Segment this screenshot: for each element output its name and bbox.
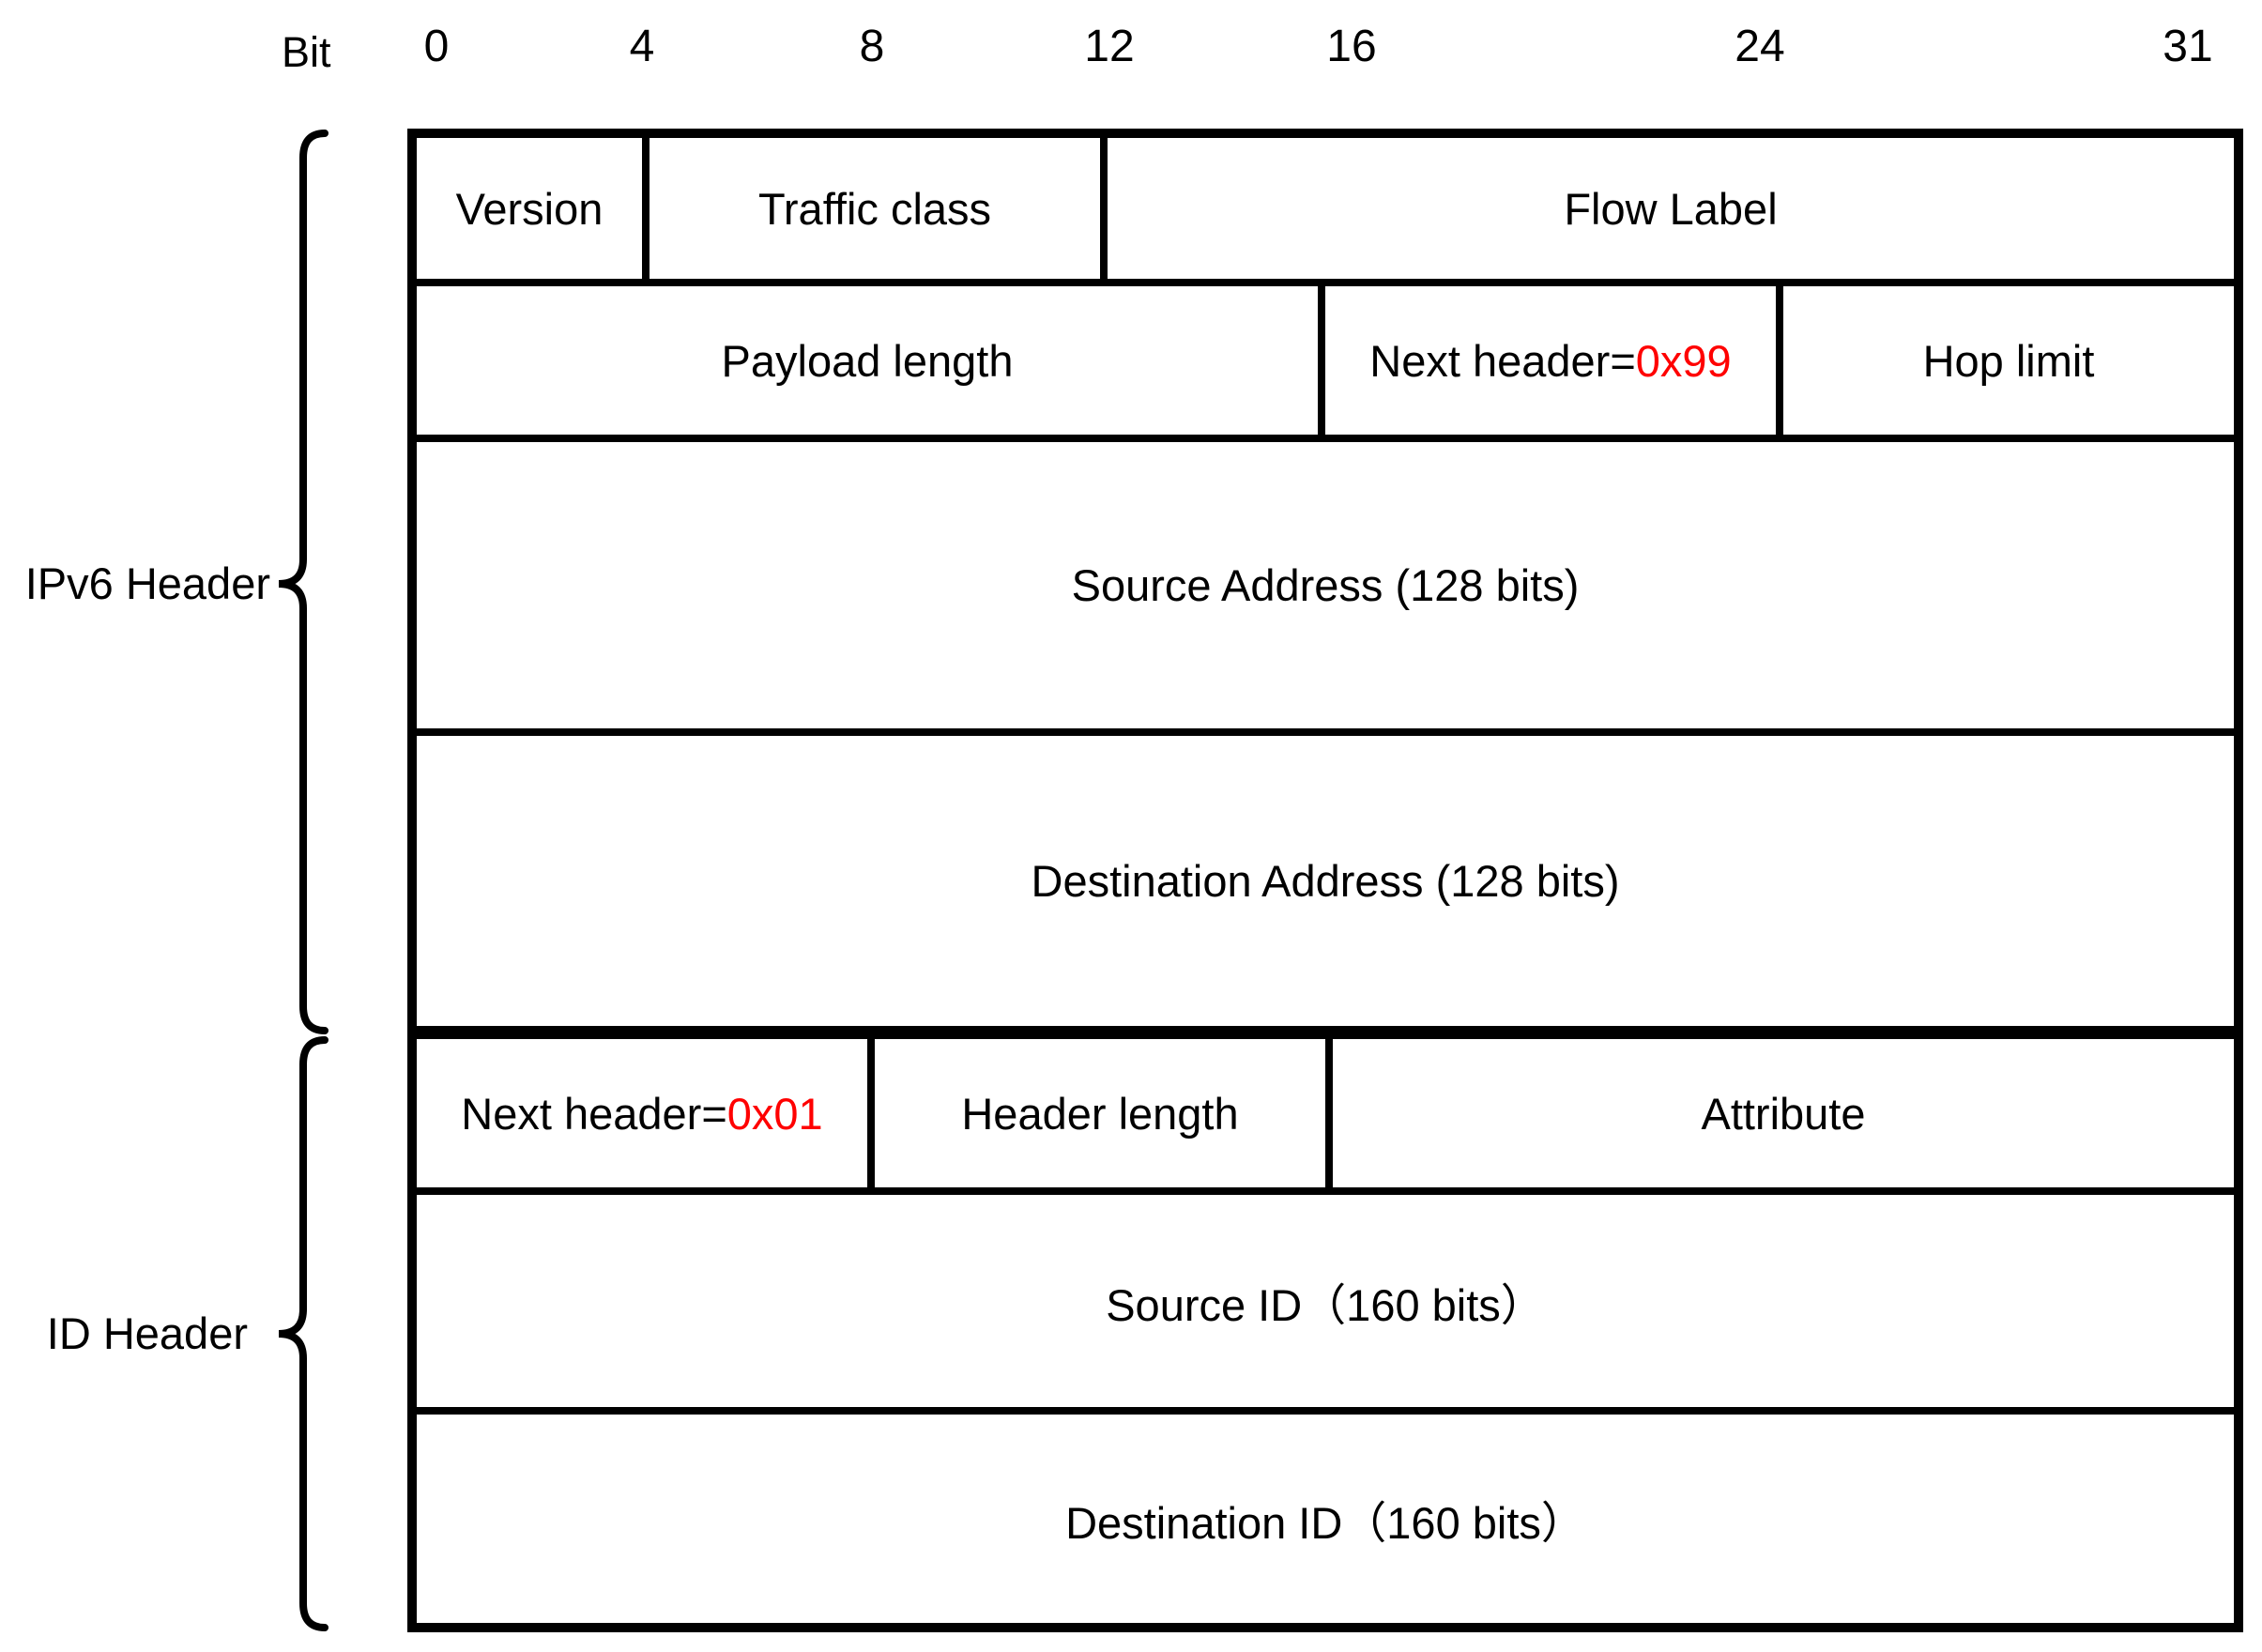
field-label: Version bbox=[455, 183, 604, 234]
field-traffic-class: Traffic class bbox=[650, 138, 1100, 279]
field-label: Next header= bbox=[1369, 335, 1636, 386]
field-next-header-ipv6: Next header=0x99 bbox=[1325, 286, 1776, 435]
ipv6-header-label: IPv6 Header bbox=[24, 558, 270, 608]
field-destination-address: Destination Address (128 bits) bbox=[417, 736, 2234, 1026]
axis-tick-24: 24 bbox=[1735, 22, 1785, 71]
field-label: Source Address (128 bits) bbox=[1071, 560, 1580, 610]
field-label: Hop limit bbox=[1922, 335, 2095, 386]
field-value-highlight: 0x99 bbox=[1635, 335, 1732, 386]
table-row-2: Payload length Next header=0x99 Hop limi… bbox=[417, 286, 2234, 435]
table-row-5: Next header=0x01 Header length Attribute bbox=[417, 1033, 2234, 1187]
table-row-3: Source Address (128 bits) bbox=[417, 442, 2234, 728]
table-row-7: Destination ID（160 bits） bbox=[417, 1415, 2234, 1623]
field-next-header-id: Next header=0x01 bbox=[417, 1039, 867, 1187]
field-label: Attribute bbox=[1701, 1088, 1866, 1139]
field-source-id: Source ID（160 bits） bbox=[417, 1195, 2234, 1407]
field-header-length: Header length bbox=[875, 1039, 1325, 1187]
field-source-address: Source Address (128 bits) bbox=[417, 442, 2234, 728]
header-fields-table: Version Traffic class Flow Label Payload… bbox=[407, 129, 2243, 1632]
table-row-1: Version Traffic class Flow Label bbox=[417, 138, 2234, 279]
axis-tick-4: 4 bbox=[629, 22, 655, 71]
field-flow-label: Flow Label bbox=[1108, 138, 2234, 279]
ipv6-header-brace bbox=[278, 130, 329, 1034]
field-label: Payload length bbox=[721, 335, 1014, 386]
field-payload-length: Payload length bbox=[417, 286, 1318, 435]
axis-tick-0: 0 bbox=[423, 22, 450, 71]
axis-tick-12: 12 bbox=[1084, 22, 1135, 71]
field-hop-limit: Hop limit bbox=[1783, 286, 2234, 435]
axis-tick-31: 31 bbox=[2163, 22, 2213, 71]
id-header-brace bbox=[278, 1036, 329, 1631]
field-value-highlight: 0x01 bbox=[726, 1088, 823, 1139]
field-label: Source ID（160 bits） bbox=[1106, 1279, 1545, 1330]
field-label: Traffic class bbox=[757, 183, 992, 234]
field-label: Flow Label bbox=[1564, 183, 1778, 234]
table-row-4: Destination Address (128 bits) bbox=[417, 736, 2234, 1026]
axis-tick-8: 8 bbox=[859, 22, 885, 71]
field-label: Destination ID（160 bits） bbox=[1065, 1497, 1585, 1548]
axis-tick-16: 16 bbox=[1326, 22, 1377, 71]
id-header-label: ID Header bbox=[46, 1308, 248, 1358]
field-label: Destination Address (128 bits) bbox=[1031, 856, 1620, 906]
bit-axis-label: Bit bbox=[282, 28, 331, 76]
field-label: Header length bbox=[961, 1088, 1239, 1139]
field-label: Next header= bbox=[461, 1088, 727, 1139]
field-destination-id: Destination ID（160 bits） bbox=[417, 1415, 2234, 1623]
field-attribute: Attribute bbox=[1333, 1039, 2234, 1187]
field-version: Version bbox=[417, 138, 642, 279]
table-row-6: Source ID（160 bits） bbox=[417, 1195, 2234, 1407]
